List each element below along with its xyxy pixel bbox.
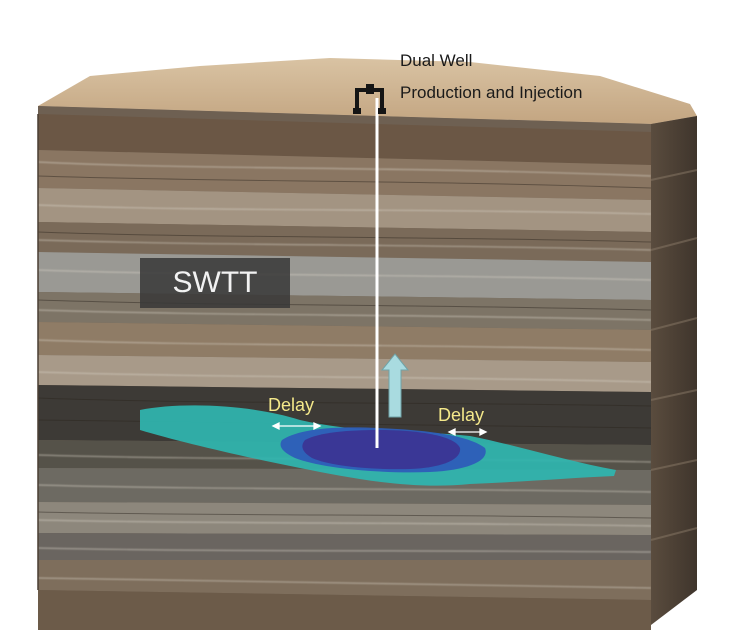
delay-label-right: Delay [438, 405, 485, 425]
diagram-title-line2: Production and Injection [400, 83, 583, 102]
tracer-plume-core [302, 430, 461, 470]
strata-front-face [38, 106, 651, 630]
block-side-face [651, 116, 697, 625]
double-headed-arrow-icon [271, 421, 322, 431]
swtt-label: SWTT [172, 266, 258, 299]
delay-label-left: Delay [268, 395, 315, 415]
diagram-title-line1: Dual Well [400, 51, 473, 70]
wellhead-icon [353, 84, 386, 114]
double-headed-arrow-icon [447, 427, 488, 437]
upward-flow-arrow-icon [380, 353, 410, 418]
swtt-label-box: SWTT [140, 258, 290, 308]
